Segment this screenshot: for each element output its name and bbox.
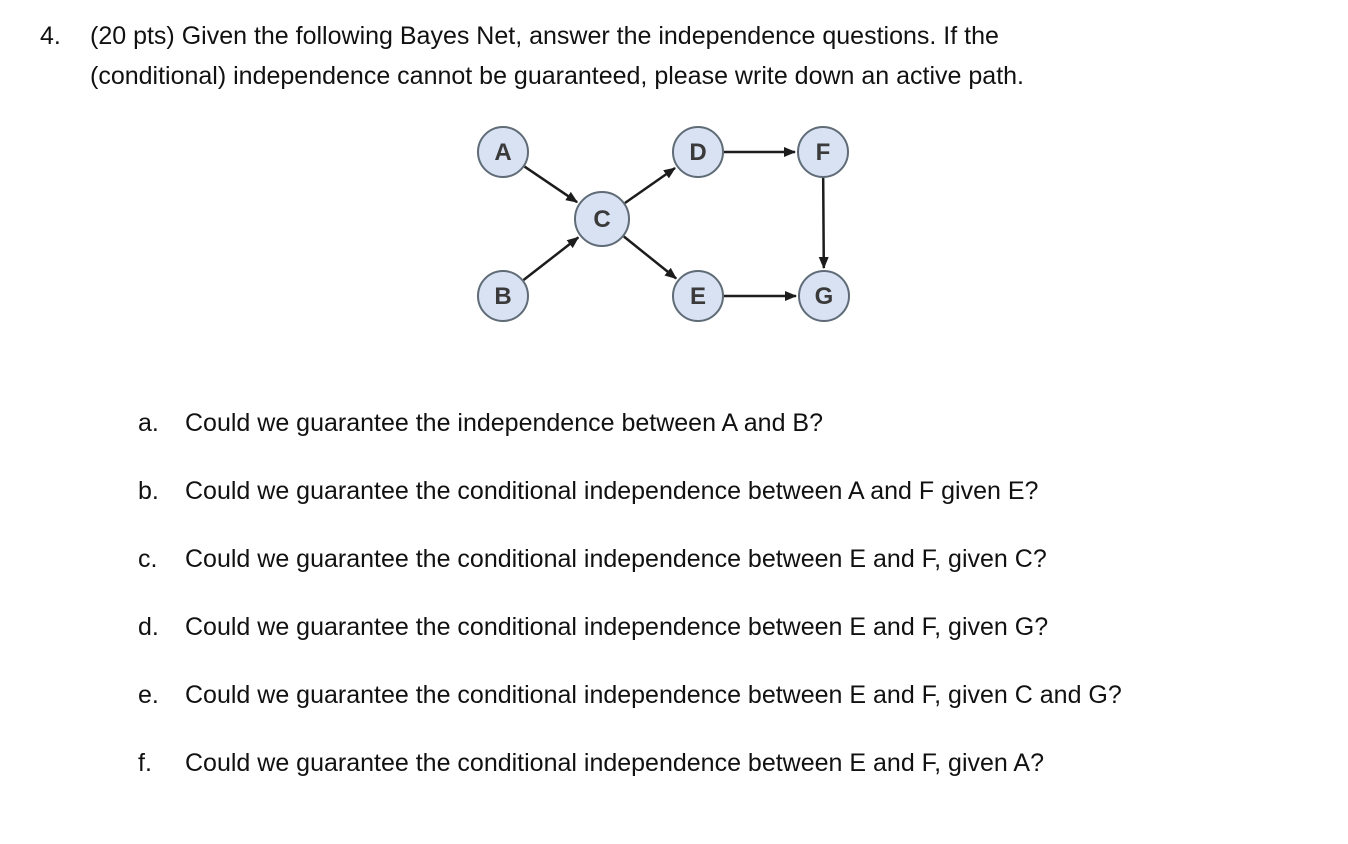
subquestion-e: e. Could we guarantee the conditional in… [138,676,1245,714]
graph-edge-C-D [624,166,676,205]
graph-node-D: D [672,126,724,178]
subquestion-e-label: e. [138,681,159,709]
graph-node-A: A [477,126,529,178]
graph-node-E-circle [672,270,724,322]
question-text: (20 pts) Given the following Bayes Net, … [90,16,1280,96]
graph-edge-A-C [523,165,578,204]
subquestion-a: a. Could we guarantee the independence b… [138,404,1245,442]
subquestion-c: c. Could we guarantee the conditional in… [138,540,1245,578]
subquestion-e-text: Could we guarantee the conditional indep… [185,681,1122,709]
graph-nodes: A B C D E F G [477,126,850,322]
graph-edges [522,147,829,301]
graph-node-C-circle [574,191,630,247]
subquestion-b-text: Could we guarantee the conditional indep… [185,477,1039,505]
subquestion-c-text: Could we guarantee the conditional indep… [185,545,1047,573]
subquestion-a-text: Could we guarantee the independence betw… [185,409,824,437]
subquestion-a-label: a. [138,409,159,437]
graph-node-A-label: A [494,139,511,166]
subquestion-d-text: Could we guarantee the conditional indep… [185,613,1049,641]
graph-node-D-label: D [689,139,706,166]
subquestion-f: f. Could we guarantee the conditional in… [138,744,1245,782]
subquestion-b: b. Could we guarantee the conditional in… [138,472,1245,510]
graph-node-G: G [798,270,850,322]
subquestion-f-label: f. [138,749,152,777]
subquestion-b-label: b. [138,477,159,505]
graph-edge-F-G [818,177,829,270]
subquestion-d-label: d. [138,613,159,641]
subquestion-c-label: c. [138,545,158,573]
graph-node-E-label: E [690,283,706,310]
graph-node-C-label: C [593,206,610,233]
question-heading: 4. (20 pts) Given the following Bayes Ne… [40,16,1280,96]
subquestion-d: d. Could we guarantee the conditional in… [138,608,1245,646]
graph-node-B-circle [477,270,529,322]
graph-node-F: F [797,126,849,178]
graph-node-G-label: G [815,283,834,310]
question-number: 4. [40,22,61,50]
graph-edge-B-C [522,236,580,282]
graph-edge-C-E [623,235,677,280]
graph-node-B-label: B [494,283,511,310]
subquestion-list: a. Could we guarantee the independence b… [138,404,1245,812]
question-text-line-1: (20 pts) Given the following Bayes Net, … [90,22,999,50]
graph-node-E: E [672,270,724,322]
graph-node-C: C [574,191,630,247]
graph-node-F-circle [797,126,849,178]
question-text-line-2: (conditional) independence cannot be gua… [90,62,1024,90]
graph-node-G-circle [798,270,850,322]
graph-node-B: B [477,270,529,322]
graph-node-F-label: F [816,139,831,166]
graph-node-A-circle [477,126,529,178]
subquestion-f-text: Could we guarantee the conditional indep… [185,749,1044,777]
graph-node-D-circle [672,126,724,178]
